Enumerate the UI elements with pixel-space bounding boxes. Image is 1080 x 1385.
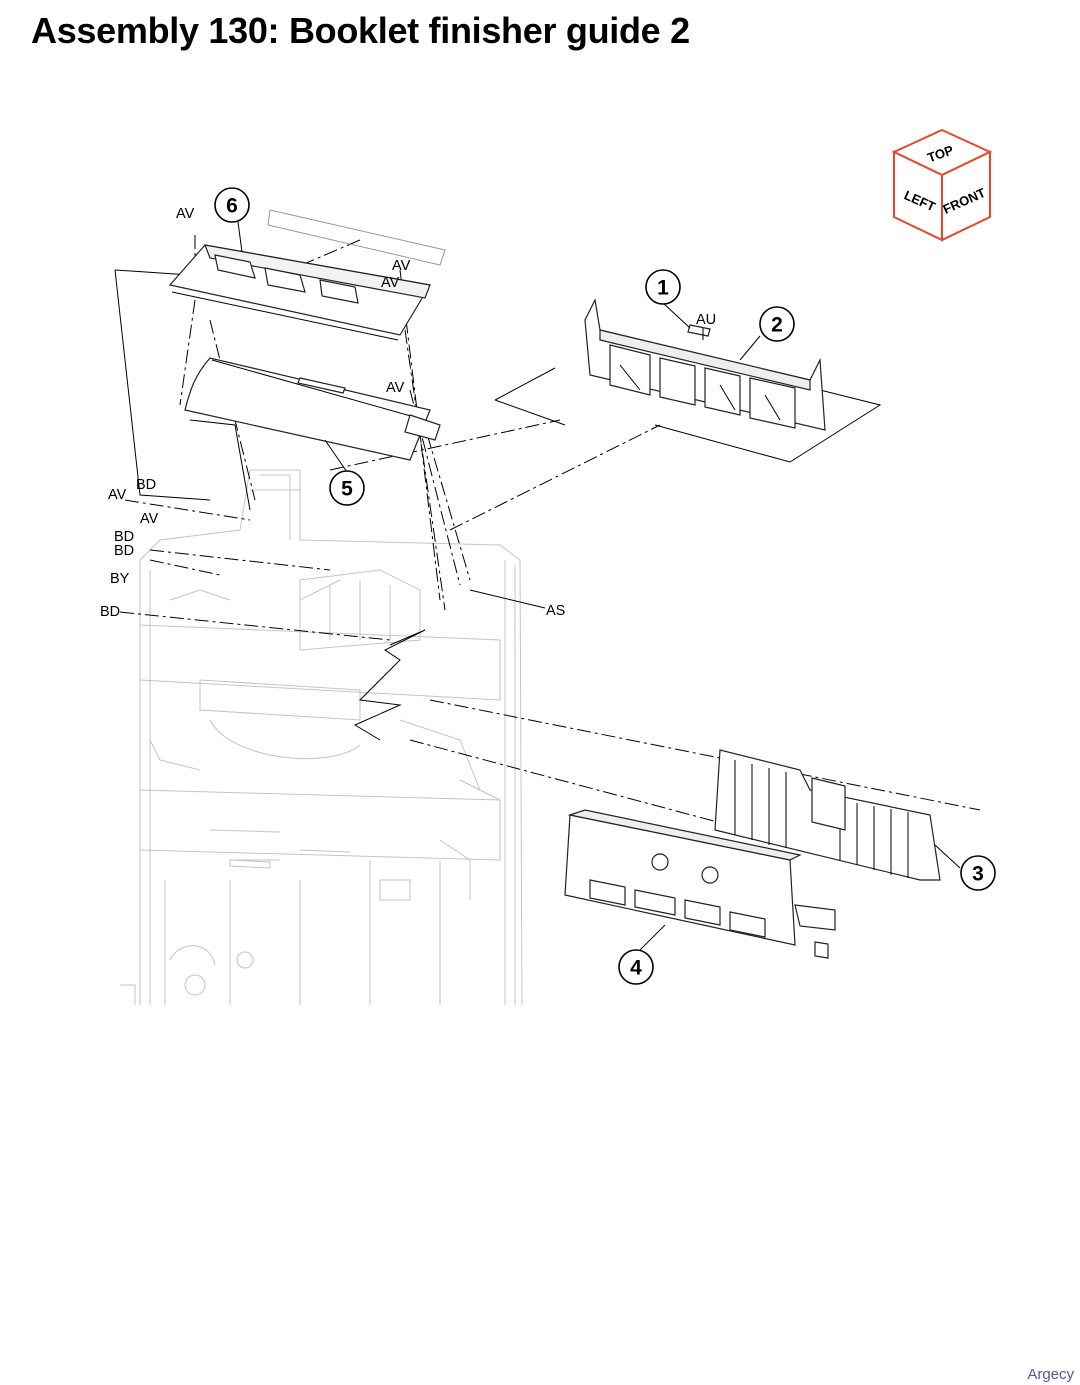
ref-label-as: AS [546,603,565,619]
callout-2: 2 [759,306,795,342]
ref-label-av: AV [140,511,159,527]
svg-text:1: 1 [657,277,669,300]
callout-4: 4 [618,949,654,985]
callout-5: 5 [329,470,365,506]
part-6-upper-guide [168,209,446,341]
callout-1: 1 [645,269,681,305]
watermark: Argecy [1027,1366,1074,1383]
ref-label-bd: BD [136,477,156,493]
part-2-guide-frame [584,298,826,431]
ref-label-av: AV [386,380,405,396]
ref-label-av: AV [392,258,411,274]
svg-text:4: 4 [630,957,642,980]
callout-6: 6 [214,187,250,223]
ref-label-au: AU [696,312,716,328]
page-title: Assembly 130: Booklet finisher guide 2 [31,10,690,51]
reference-labels: AV AV AV AV BD AV AV BD BD BY BD AU AS [100,206,716,620]
callout-leaders [237,221,961,951]
part-3-ribbed-guide [714,749,941,881]
callout-3: 3 [960,855,996,891]
ref-label-av: AV [381,275,400,291]
svg-text:3: 3 [972,863,984,886]
svg-text:5: 5 [341,478,353,501]
outline-polygons [114,269,882,741]
finisher-frame-ghost [120,469,523,1006]
svg-text:2: 2 [771,314,783,337]
orientation-cube: TOP LEFT FRONT [891,128,993,242]
ref-label-av: AV [176,206,195,222]
part-4-lower-guide-assembly [564,809,836,959]
ref-label-bd: BD [100,604,120,620]
ref-label-bd: BD [114,543,134,559]
part-5-lower-guide [184,357,441,461]
ref-label-av: AV [108,487,127,503]
explosion-guide-lines [119,235,981,861]
svg-text:6: 6 [226,195,238,218]
ref-label-bd: BD [114,529,134,545]
ref-label-by: BY [110,571,130,587]
